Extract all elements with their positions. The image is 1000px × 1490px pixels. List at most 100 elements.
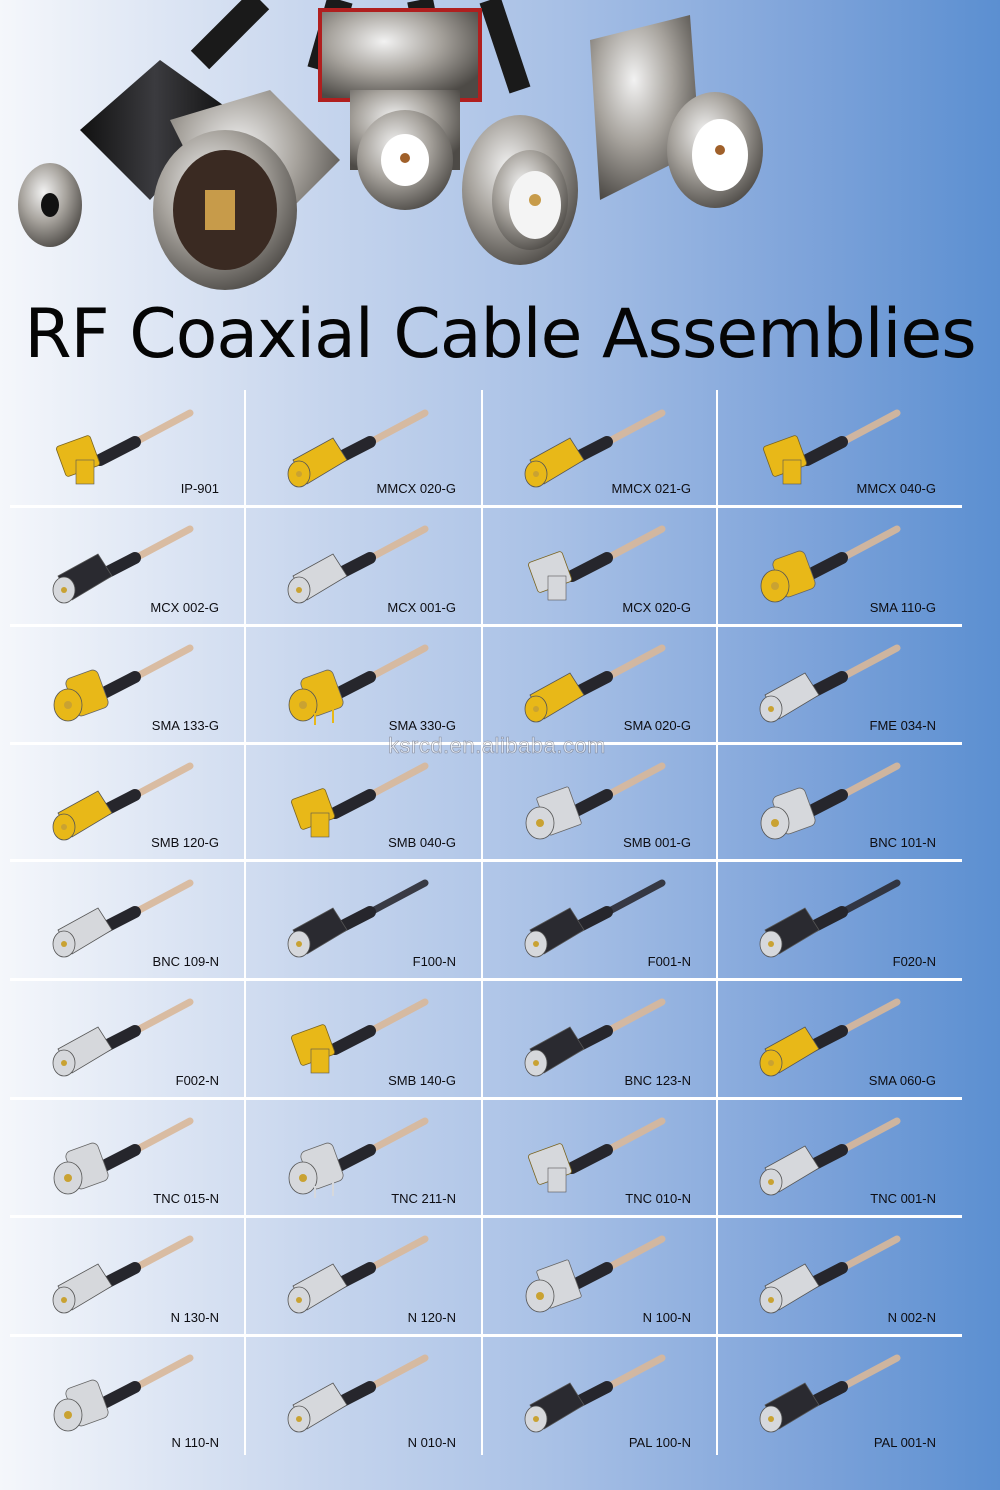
connector-image xyxy=(512,633,672,733)
connector-label: N 100-N xyxy=(642,1310,691,1325)
connector-image xyxy=(275,1343,435,1443)
connector-label: F020-N xyxy=(892,954,936,969)
connector-image xyxy=(512,751,672,851)
connector-label: TNC 211-N xyxy=(391,1191,456,1206)
connector-image xyxy=(747,398,907,498)
connector-label: SMA 110-G xyxy=(869,600,936,615)
connector-cell: SMA 020-G xyxy=(482,625,717,743)
connector-cell: F001-N xyxy=(482,860,717,979)
connector-label: PAL 100-N xyxy=(628,1435,691,1450)
connector-image xyxy=(747,868,907,968)
connector-label: BNC 101-N xyxy=(869,835,936,850)
connector-cell: SMA 133-G xyxy=(10,625,245,743)
connector-label: F002-N xyxy=(175,1073,219,1088)
connector-cell: MCX 020-G xyxy=(482,506,717,625)
connector-cell: SMB 001-G xyxy=(482,743,717,860)
connector-label: MCX 001-G xyxy=(387,600,456,615)
connector-image xyxy=(275,987,435,1087)
connector-cell: N 120-N xyxy=(245,1216,482,1335)
grid-divider-vertical xyxy=(481,390,483,1455)
connector-label: SMB 001-G xyxy=(623,835,691,850)
watermark: ksrcd.en.alibaba.com xyxy=(388,733,606,759)
connector-image xyxy=(747,1106,907,1206)
connector-label: F001-N xyxy=(647,954,691,969)
page-title: RF Coaxial Cable Assemblies xyxy=(24,295,976,374)
connector-label: MMCX 040-G xyxy=(856,481,936,496)
connector-image xyxy=(40,751,200,851)
connector-image xyxy=(747,987,907,1087)
connector-cell: F002-N xyxy=(10,979,245,1098)
connector-image xyxy=(747,514,907,614)
connector-image xyxy=(275,868,435,968)
connector-cell: BNC 109-N xyxy=(10,860,245,979)
connector-label: BNC 109-N xyxy=(152,954,219,969)
connector-image xyxy=(40,633,200,733)
connector-label: SMA 133-G xyxy=(151,718,219,733)
grid-divider-horizontal xyxy=(10,978,962,981)
connector-cell: TNC 010-N xyxy=(482,1098,717,1216)
connector-cell: MMCX 040-G xyxy=(717,390,962,506)
connector-label: MCX 002-G xyxy=(150,600,219,615)
grid-divider-vertical xyxy=(716,390,718,1455)
connector-cell: MCX 002-G xyxy=(10,506,245,625)
connector-image xyxy=(275,1224,435,1324)
connector-cell: PAL 001-N xyxy=(717,1335,962,1460)
connector-cell: MMCX 021-G xyxy=(482,390,717,506)
connector-cell: FME 034-N xyxy=(717,625,962,743)
connector-cell: TNC 001-N xyxy=(717,1098,962,1216)
connector-label: MMCX 021-G xyxy=(611,481,691,496)
connector-image xyxy=(275,751,435,851)
grid-divider-horizontal xyxy=(10,505,962,508)
connector-image xyxy=(747,1343,907,1443)
connector-image xyxy=(747,633,907,733)
connector-image xyxy=(512,514,672,614)
connector-cell: N 130-N xyxy=(10,1216,245,1335)
connector-cell: F100-N xyxy=(245,860,482,979)
connector-label: FME 034-N xyxy=(869,718,936,733)
connector-image xyxy=(40,1106,200,1206)
connector-image xyxy=(40,868,200,968)
connector-image xyxy=(747,1224,907,1324)
connector-cell: BNC 123-N xyxy=(482,979,717,1098)
grid-divider-vertical xyxy=(244,390,246,1455)
connector-cell: SMA 060-G xyxy=(717,979,962,1098)
connector-cell: N 002-N xyxy=(717,1216,962,1335)
connector-image xyxy=(512,1343,672,1443)
connector-cell: SMA 330-G xyxy=(245,625,482,743)
connector-image xyxy=(512,398,672,498)
grid-divider-horizontal xyxy=(10,1215,962,1218)
connector-label: BNC 123-N xyxy=(624,1073,691,1088)
connector-image xyxy=(512,1224,672,1324)
connector-cell: TNC 211-N xyxy=(245,1098,482,1216)
connector-label: SMB 140-G xyxy=(388,1073,456,1088)
connector-image xyxy=(40,1343,200,1443)
connector-image xyxy=(747,751,907,851)
connector-label: N 110-N xyxy=(171,1435,219,1450)
connector-image xyxy=(512,987,672,1087)
connector-image xyxy=(275,1106,435,1206)
connector-label: SMA 060-G xyxy=(868,1073,936,1088)
connector-image xyxy=(512,1106,672,1206)
connector-cell: N 100-N xyxy=(482,1216,717,1335)
connector-label: N 010-N xyxy=(407,1435,456,1450)
connector-label: MCX 020-G xyxy=(622,600,691,615)
connector-label: SMA 330-G xyxy=(388,718,456,733)
connector-label: PAL 001-N xyxy=(873,1435,936,1450)
connector-cell: N 110-N xyxy=(10,1335,245,1460)
connector-image xyxy=(512,868,672,968)
connector-image xyxy=(275,514,435,614)
connector-label: TNC 001-N xyxy=(870,1191,936,1206)
connector-label: SMA 020-G xyxy=(623,718,691,733)
connector-image xyxy=(40,514,200,614)
connector-image xyxy=(275,633,435,733)
connector-cell: MMCX 020-G xyxy=(245,390,482,506)
grid-divider-horizontal xyxy=(10,1334,962,1337)
connector-label: N 002-N xyxy=(887,1310,936,1325)
connector-cell: BNC 101-N xyxy=(717,743,962,860)
hero-connectors-photo xyxy=(0,0,1000,290)
grid-divider-horizontal xyxy=(10,859,962,862)
connector-image xyxy=(40,398,200,498)
connector-cell: SMB 120-G xyxy=(10,743,245,860)
connector-cell: MCX 001-G xyxy=(245,506,482,625)
